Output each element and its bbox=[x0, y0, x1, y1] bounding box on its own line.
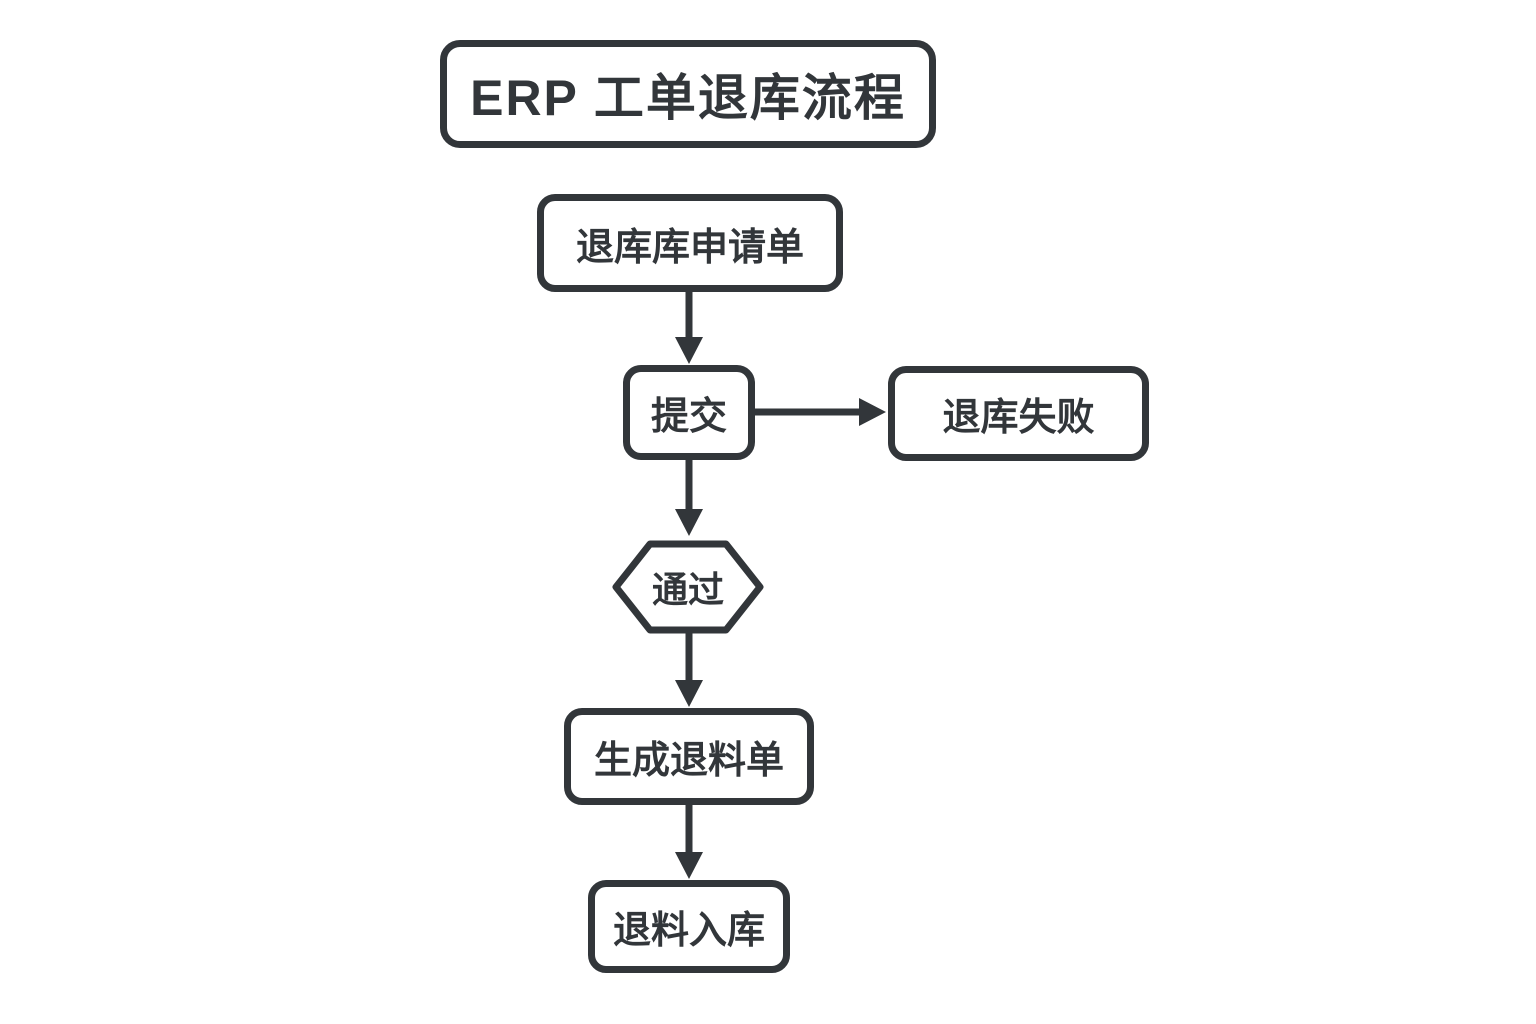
flowchart-title: ERP 工单退库流程 bbox=[440, 40, 936, 148]
hexagon-shape bbox=[612, 540, 764, 634]
node-generate-return-order: 生成退料单 bbox=[564, 708, 814, 805]
arrow-apply-to-submit bbox=[675, 285, 703, 364]
node-return-to-warehouse: 退料入库 bbox=[588, 880, 790, 973]
node-pass-label: 通过 bbox=[651, 569, 724, 610]
node-pass-decision: 通过 bbox=[608, 537, 768, 637]
arrow-submit-to-fail bbox=[750, 398, 886, 426]
node-submit: 提交 bbox=[623, 365, 755, 460]
arrow-submit-to-pass bbox=[675, 455, 703, 536]
node-return-failed: 退库失败 bbox=[888, 366, 1149, 461]
node-return-application: 退库库申请单 bbox=[537, 194, 843, 292]
arrow-generate-to-inbound bbox=[675, 800, 703, 879]
arrow-pass-to-generate bbox=[675, 633, 703, 707]
